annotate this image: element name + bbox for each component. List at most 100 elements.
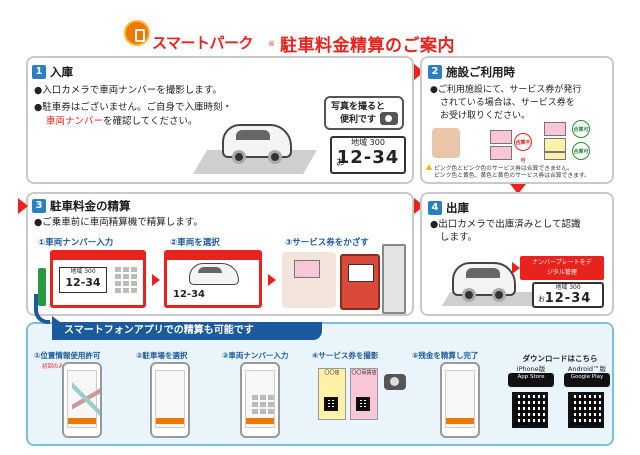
step2-number: 2 (428, 65, 442, 79)
brand-name: スマートパーク (152, 34, 254, 52)
step4-line2: します。 (440, 232, 478, 243)
step3-heading: 3 駐車料金の精算 (32, 198, 131, 214)
app-step-5: ⑤残金を精算し完了 (412, 350, 478, 361)
step4-line1: ●出口カメラで出庫済みとして認識 (430, 219, 581, 230)
step3-sub2: ②車両を選択 (170, 236, 220, 248)
green-button-icon (38, 268, 46, 306)
coupon-store: 〇〇店 (318, 368, 346, 420)
qr-code-icon[interactable] (568, 392, 604, 428)
first-time-note: 初回のみ (42, 364, 65, 370)
sub3-num: ③ (285, 238, 293, 248)
combine-ng-badge: 合算不可 (514, 133, 532, 164)
step1-line3: 車両ナンバーを確認してください。 (46, 115, 197, 128)
car-icon (189, 263, 239, 285)
sub1-num: ① (38, 238, 46, 248)
callout-text: 写真を撮ると便利です (330, 102, 385, 125)
arrow-right-icon (414, 198, 424, 214)
step1-plate-highlight: 車両ナンバー (46, 116, 104, 127)
app-step-3-label: 車両ナンバー入力 (228, 351, 289, 360)
arrow-right-icon (152, 274, 160, 286)
camera-icon (380, 112, 398, 125)
step2-title: 施設ご利用時 (446, 65, 515, 79)
combine-ok-badge: 合算可 (572, 120, 590, 138)
plate-number: 12-34 (544, 291, 592, 306)
gate-text: ナンバープレートをデジタル管理 (532, 259, 592, 276)
payment-machine-icon (340, 254, 380, 310)
step3-sub1: ①車両ナンバー入力 (38, 236, 113, 248)
phone-map-screen (62, 362, 102, 438)
arrow-right-icon (512, 262, 520, 274)
curved-arrow-icon (34, 294, 60, 328)
plate-input-screen: 地域 300 12-34 (50, 250, 146, 308)
step3-number: 3 (32, 199, 46, 213)
step2-line3: お受け取りください。 (440, 111, 531, 121)
app-store-button[interactable]: App Store (508, 373, 554, 387)
arrow-right-icon (268, 274, 276, 286)
phone-parking-screen (150, 362, 190, 438)
smartpark-logo-icon (124, 20, 150, 46)
plate-region: 地域 300 (555, 284, 581, 291)
app-step-2-label: 駐車場を選択 (142, 351, 188, 360)
phone-plate-screen (240, 362, 280, 438)
selected-plate-number: 12-34 (173, 289, 205, 300)
step4-number: 4 (428, 201, 442, 215)
sub3-label: サービス券をかざす (292, 238, 369, 248)
step2-note2: ピンク色と黄色、黄色と黄色のサービス券は合算できます。 (434, 173, 590, 179)
map-icon (72, 379, 100, 419)
combine-ok-badge: 合算可 (572, 142, 590, 160)
license-plate: 地域 300 お 12-34 (330, 136, 406, 174)
coupon-dept-label: 〇〇百貨店 (351, 370, 377, 376)
license-plate: 地域 300 お 12-34 (532, 282, 604, 308)
step4-title: 出庫 (446, 201, 469, 215)
step2-line1: ●ご利用施設にて、サービス券が発行 (430, 85, 582, 95)
car-icon (452, 262, 516, 302)
camera-icon (384, 374, 406, 390)
arrow-down-icon (510, 184, 526, 194)
step1-line2: ●駐車券はございません。ご自身で入庫時刻・ (34, 102, 233, 113)
warning-icon (426, 164, 432, 170)
iphone-label: iPhone版 (516, 365, 546, 373)
qr-code-icon[interactable] (512, 392, 548, 428)
download-title: ダウンロードはこちら (522, 354, 598, 363)
app-step-1-num: ① (34, 351, 41, 360)
app-step-4-label: サービス券を撮影 (318, 351, 379, 360)
step1-line1: ●入口カメラで車両ナンバーを撮影します。 (34, 85, 222, 96)
step2-line2: されている場合は、サービス券を (440, 98, 575, 108)
step1-number: 1 (32, 65, 46, 79)
phone-payment-screen (440, 362, 480, 438)
arrow-right-icon (414, 64, 424, 80)
page-title: 駐車料金精算のご案内 (280, 36, 455, 56)
step3-sub3: ③サービス券をかざす (285, 236, 369, 248)
service-ticket (544, 122, 566, 136)
note1-text: ピンク色とピンク色のサービス券は合算できません。 (434, 166, 573, 172)
step2-note1: ピンク色とピンク色のサービス券は合算できません。 (426, 164, 573, 173)
step1-heading: 1 入庫 (32, 64, 73, 80)
keypad (115, 267, 137, 293)
app-step-3: ③車両ナンバー入力 (222, 350, 288, 361)
screen-plate-number: 12-34 (65, 276, 101, 289)
google-play-button[interactable]: Google Play (564, 373, 610, 387)
photo-callout: 写真を撮ると便利です (324, 96, 404, 130)
coupon-dept: 〇〇百貨店 (350, 368, 378, 420)
digital-plate-banner: ナンバープレートをデジタル管理 (520, 256, 604, 280)
plate-prefix: お (538, 295, 545, 303)
qr-code-icon (324, 397, 338, 411)
app-banner: スマートフォンアプリでの精算も可能です (52, 322, 322, 340)
payment-machine-side (382, 244, 406, 314)
screen-plate-region: 地域 300 (70, 268, 96, 275)
step1-line3-rest: を確認してください。 (103, 116, 198, 127)
coupon-store-label: 〇〇店 (324, 370, 340, 376)
sub1-label: 車両ナンバー入力 (45, 238, 114, 248)
vehicle-select-screen: 12-34 (164, 250, 262, 308)
app-step-1: ①位置情報使用許可 (34, 350, 100, 361)
app-step-1-label: 位置情報使用許可 (40, 351, 101, 360)
app-step-4: ④サービス券を撮影 (312, 350, 378, 361)
app-step-2-num: ② (136, 351, 143, 360)
hand-ticket-illustration (282, 252, 336, 308)
plate-region: 地域 300 (351, 138, 385, 147)
plate-prefix: お (336, 158, 346, 168)
qr-code-icon (356, 397, 370, 411)
step4-heading: 4 出庫 (428, 200, 469, 216)
app-step-5-num: ⑤ (412, 351, 419, 360)
service-ticket (490, 146, 512, 160)
